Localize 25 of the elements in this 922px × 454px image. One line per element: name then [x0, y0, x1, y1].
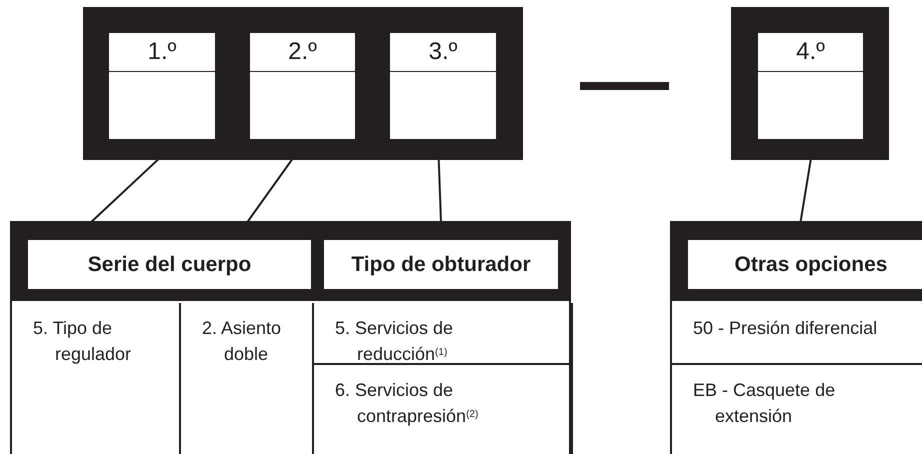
cell-text: EB - Casquete de extensión [693, 379, 836, 428]
code-slot [390, 33, 496, 139]
cell-text: 6. Servicios de contrapresión$^{(2)}$ [335, 379, 480, 428]
position-number: 1.º [148, 40, 176, 64]
option-table [670, 221, 922, 454]
position-number: 4.º [796, 40, 825, 64]
code-slot [758, 33, 863, 139]
table-header [688, 240, 922, 289]
position-number: 2.º [288, 40, 317, 64]
cell-text: 5. Tipo de regulador [33, 317, 132, 366]
cell-text: 50 - Presión diferencial [693, 317, 878, 340]
code-slot [109, 33, 215, 139]
position-number: 3.º [428, 40, 458, 64]
table-header [324, 240, 558, 289]
header-text: Serie del cuerpo [88, 252, 252, 278]
option-table [10, 221, 571, 454]
table-header [28, 240, 311, 289]
table-cell [314, 303, 573, 365]
cell-text: 5. Servicios de reducción$^{(1)}$ [335, 317, 454, 366]
cell-text: 2. Asiento doble [202, 317, 282, 366]
code-slot [250, 33, 355, 139]
code-frame [731, 7, 889, 160]
code-frame [83, 7, 523, 160]
header-text: Tipo de obturador [351, 252, 531, 278]
header-text: Otras opciones [734, 252, 888, 278]
